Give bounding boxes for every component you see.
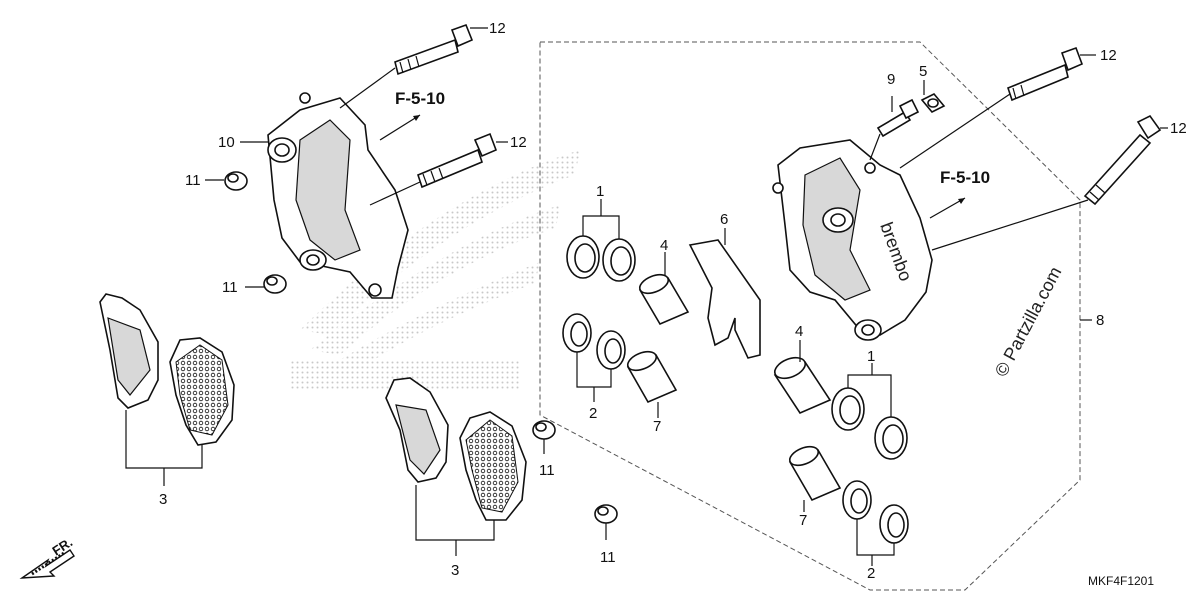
label-2-b: 2: [867, 565, 875, 582]
middle-brake-pads: [385, 377, 527, 521]
label-1-a: 1: [596, 183, 604, 200]
partzilla-watermark: © Partzilla.com: [991, 263, 1066, 379]
collar-left-upper: [224, 171, 248, 191]
label-12-d: 12: [1170, 120, 1187, 137]
ref-code-left: F-5-10: [395, 89, 445, 108]
label-8: 8: [1096, 312, 1104, 329]
collar-middle-lower: [594, 504, 618, 524]
front-direction-arrow: [19, 549, 75, 579]
right-upper-bolt: [1007, 46, 1084, 102]
label-6: 6: [720, 211, 728, 228]
bleeder-valve: [876, 98, 920, 138]
collar-middle-upper: [532, 420, 556, 440]
label-11-c: 11: [539, 462, 555, 479]
collar-left-lower: [263, 274, 287, 294]
label-12-c: 12: [1100, 47, 1117, 64]
label-4-b: 4: [795, 323, 803, 340]
left-caliper: [267, 92, 409, 299]
label-11-a: 11: [185, 172, 201, 189]
right-caliper: brembo: [772, 139, 933, 341]
ref-code-right: F-5-10: [940, 168, 990, 187]
piston-d: [788, 445, 842, 502]
label-7-b: 7: [799, 512, 807, 529]
label-11-b: 11: [222, 279, 238, 296]
right-lower-bolt: [1083, 114, 1162, 206]
label-7-a: 7: [653, 418, 661, 435]
label-1-b: 1: [867, 348, 875, 365]
label-10: 10: [218, 134, 235, 151]
left-upper-bolt: [394, 23, 474, 76]
label-12-b: 12: [510, 134, 527, 151]
label-5: 5: [919, 63, 927, 80]
left-lower-bolt: [417, 132, 498, 189]
pad-spring: [688, 239, 761, 359]
left-brake-pads: [99, 293, 235, 446]
label-12-a: 12: [489, 20, 506, 37]
seal-kit-b: [562, 313, 626, 370]
bleeder-cap: [920, 93, 946, 113]
label-3-a: 3: [159, 491, 167, 508]
seal-kit-c: [831, 387, 908, 460]
label-4-a: 4: [660, 237, 668, 254]
diagram-code: MKF4F1201: [1088, 574, 1154, 588]
label-2-a: 2: [589, 405, 597, 422]
label-11-d: 11: [600, 549, 616, 566]
label-9: 9: [887, 71, 895, 88]
seal-kit-d: [842, 480, 909, 544]
piston-a: [638, 273, 690, 326]
seal-kit-a: [566, 235, 636, 282]
label-3-b: 3: [451, 562, 459, 579]
exploded-view-boundary: [539, 41, 1081, 591]
piston-b: [626, 350, 678, 404]
piston-c: [773, 356, 832, 415]
